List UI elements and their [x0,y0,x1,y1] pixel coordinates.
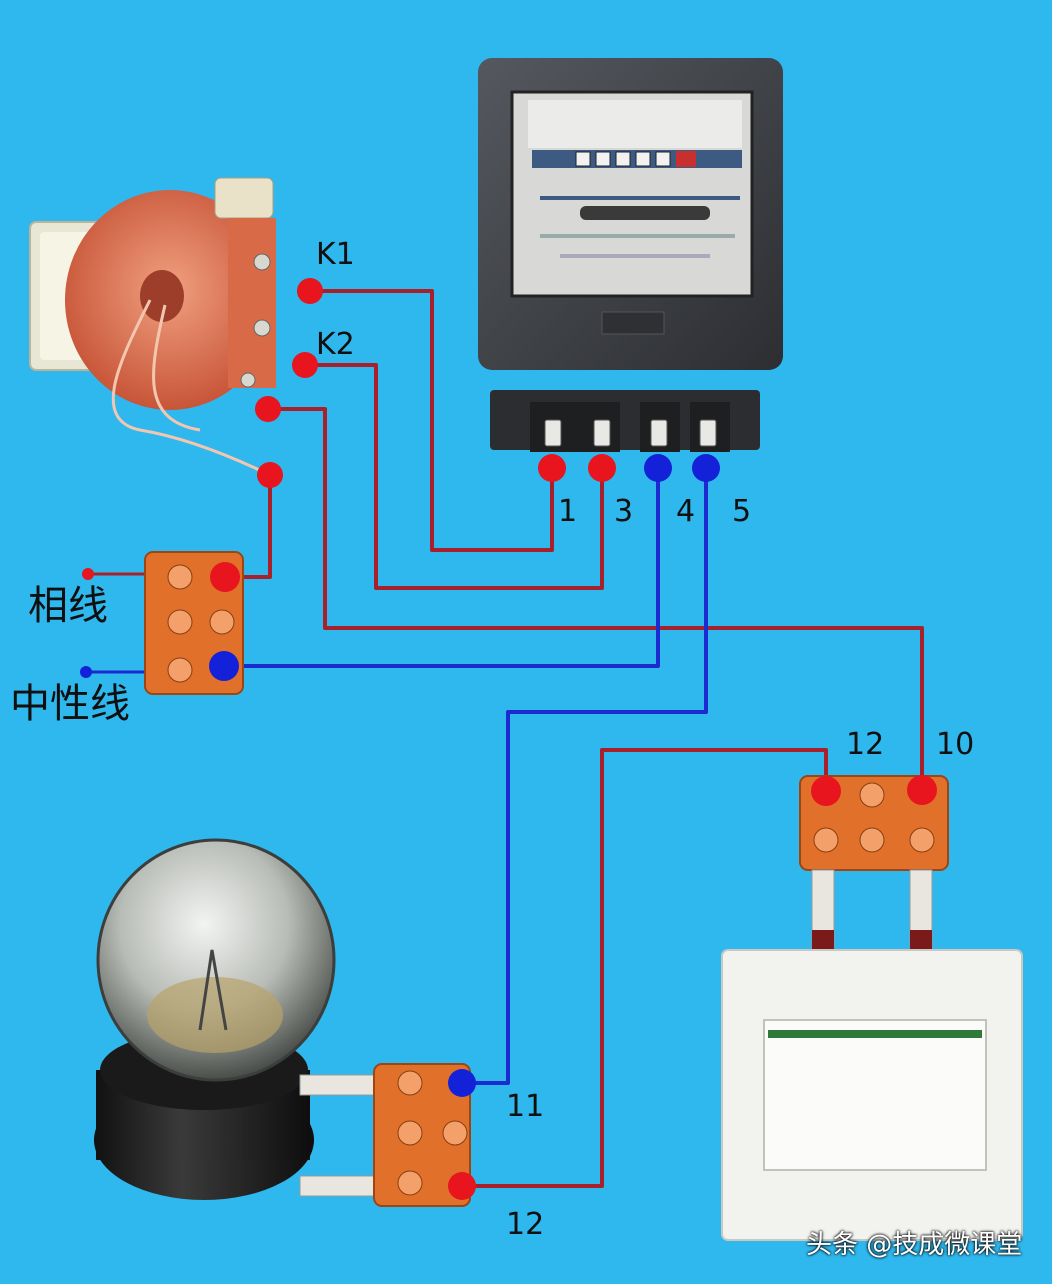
neutral-input-end [80,666,92,678]
lamp-terminal-block [373,1063,471,1207]
label-phase-line: 相线 [28,583,108,629]
ct-fourth-dot [257,462,283,488]
k2-dot [292,352,318,378]
label-switch-10: 10 [936,727,975,762]
meter-1-dot [538,454,566,482]
wire-ct-to-switch-10 [268,407,924,790]
wall-switch [721,949,1023,1241]
lamp-11-dot [448,1069,476,1097]
wire-k2-to-meter-3 [305,363,604,590]
meter-3-dot [588,454,616,482]
wire-k1-to-meter-1 [310,289,554,552]
label-neutral-line: 中性线 [10,681,130,727]
label-k2: K2 [316,327,355,362]
wire-lamp-12-to-switch-12 [462,748,828,1188]
wire-neutral-to-meter-4 [224,470,660,668]
energy-meter [478,58,783,452]
meter-4-dot [644,454,672,482]
wire-meter-5-to-lamp-11 [462,470,708,1085]
connection-points [80,278,937,1200]
label-k1: K1 [316,237,355,272]
lamp-12-dot [448,1172,476,1200]
label-terminal-1: 1 [558,494,578,529]
switch-10-dot [907,775,937,805]
current-transformer [29,177,281,482]
meter-5-dot [692,454,720,482]
k1-dot [297,278,323,304]
label-switch-12: 12 [846,727,885,762]
wires [86,289,924,1188]
phase-input-end [82,568,94,580]
label-terminal-4: 4 [676,494,696,529]
neutral-block-dot [209,651,239,681]
label-lamp-11: 11 [506,1089,545,1124]
switch-12-dot [811,776,841,806]
label-lamp-12: 12 [506,1207,545,1242]
phase-block-dot [210,562,240,592]
label-terminal-3: 3 [614,494,634,529]
watermark: 头条 @技成微课堂 [806,1230,1023,1260]
lamp [94,838,376,1200]
label-terminal-5: 5 [732,494,752,529]
ct-lower-dot [255,396,281,422]
